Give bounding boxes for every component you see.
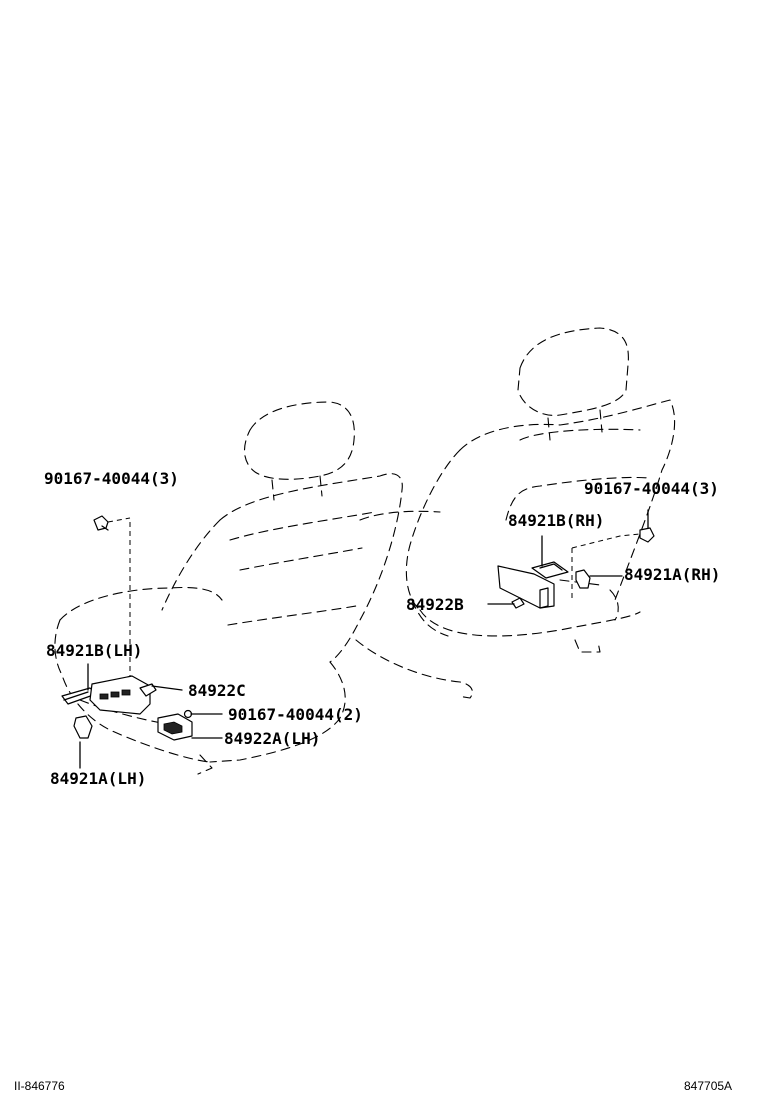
footer-right-code: 847705A: [684, 1079, 732, 1093]
right-seat-outline: [405, 327, 676, 653]
callout-knob-84921a-rh: 84921A(RH): [624, 565, 720, 584]
switch-84922b-icon[interactable]: [487, 565, 555, 609]
switch-84922c-icon[interactable]: [89, 675, 183, 715]
left-seat-outline: [54, 401, 403, 775]
callout-switch-84922c: 84922C: [188, 681, 246, 700]
switch-84922a-lh-icon[interactable]: [157, 713, 223, 741]
callout-knob-84921a-lh: 84921A(LH): [50, 769, 146, 788]
callout-bolt-lh-small: 90167-40044(2): [228, 705, 363, 724]
bolt-lh-small-icon[interactable]: [183, 709, 223, 719]
knob-84921a-rh-icon[interactable]: [575, 569, 623, 589]
bolt-lh-top-icon[interactable]: [93, 515, 109, 531]
footer-left-code: II-846776: [14, 1079, 65, 1093]
callout-cover-84921b-rh: 84921B(RH): [508, 511, 604, 530]
callout-switch-84922a-lh: 84922A(LH): [224, 729, 320, 748]
callout-bolt-lh-top: 90167-40044(3): [44, 469, 179, 488]
rh-bolt-assembly-line: [571, 533, 641, 600]
center-console-outline: [355, 510, 473, 699]
knob-84921a-lh-icon[interactable]: [73, 715, 93, 769]
callout-cover-84921b-lh: 84921B(LH): [46, 641, 142, 660]
cover-84921b-rh-icon[interactable]: [531, 535, 569, 579]
callout-bolt-rh-top: 90167-40044(3): [584, 479, 719, 498]
lh-bolt-assembly-line-b: [107, 517, 131, 523]
callout-switch-84922b: 84922B: [406, 595, 464, 614]
bolt-rh-top-icon[interactable]: [639, 509, 655, 543]
